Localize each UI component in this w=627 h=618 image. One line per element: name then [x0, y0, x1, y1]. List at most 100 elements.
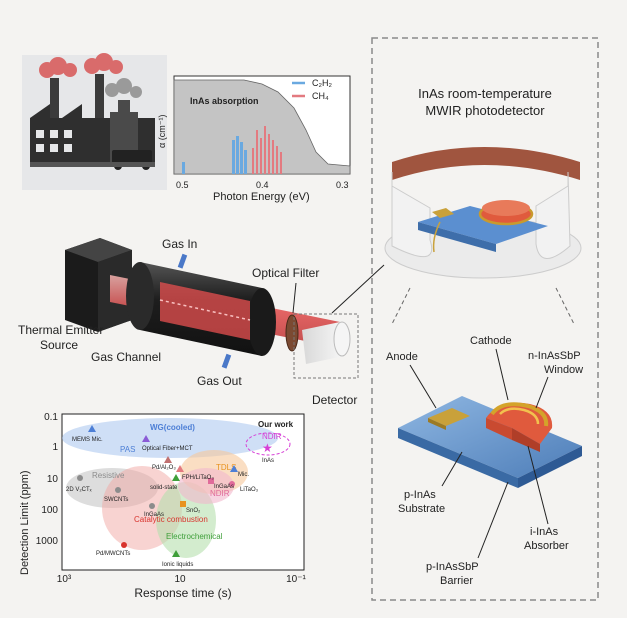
label-ingaas-2: InGaAs [214, 484, 234, 490]
chip-cross-section [398, 396, 582, 488]
window-layer [499, 407, 540, 425]
label-litao3: LiTaO₃ [240, 487, 259, 493]
y-ticks: 0.1 1 10 100 1000 [36, 412, 59, 547]
xtick-1e3: 10³ [57, 574, 72, 585]
point-inas-star: ★ [262, 441, 273, 455]
point-pdal2o3 [164, 456, 172, 463]
label-v2ct: 2D V₂CTₓ [66, 487, 92, 493]
absorption-curve [173, 79, 351, 175]
substrate-label-1: p-InAs [404, 489, 436, 501]
optical-filter-pointer [292, 282, 297, 314]
label-swcnt: SWCNTs [104, 497, 128, 503]
gas-out-nozzle [221, 353, 232, 369]
region-label-tdls: TDLS [216, 463, 236, 472]
gas-in-label: Gas In [162, 237, 197, 251]
window-label-2: Window [544, 364, 583, 376]
region-label-electrochemical: Electrochemical [166, 532, 223, 541]
cathode-ring [490, 402, 549, 427]
point-mems [88, 425, 96, 432]
absorption-xtick-3: 0.3 [336, 180, 349, 190]
ytick-1: 1 [52, 442, 58, 453]
point-fph [176, 465, 184, 472]
zoom-line-left [391, 287, 411, 325]
x-ticks: 10³ 10 10⁻¹ [57, 574, 307, 585]
label-fph: FPH/LiTaO₃ [182, 475, 214, 481]
point-labels: MEMS Mic. Optical Fiber+MCT Pd/Al₂O₃ FPH… [66, 437, 274, 568]
label-solid: solid-state [150, 485, 178, 491]
ytick-10: 10 [47, 474, 59, 485]
barrier-label-1: p-InAsSbP [426, 561, 479, 573]
absorption-inner-title: InAs absorption [190, 96, 259, 106]
label-pdal2o3: Pd/Al₂O₃ [152, 465, 176, 471]
factory-illustration [22, 53, 167, 190]
label-fiber: Optical Fiber+MCT [142, 446, 193, 452]
comparison-xlabel: Response time (s) [134, 586, 231, 600]
gas-channel-window [160, 282, 250, 340]
absorption-plot: InAs absorption C₂H₂ CH₄ α (cm⁻¹) 0.5 0.… [157, 75, 351, 203]
xtick-1e-1: 10⁻¹ [286, 574, 306, 585]
c2h2-peaks [182, 136, 247, 174]
legend-c2h2: C₂H₂ [312, 78, 332, 88]
detector-connector-line [331, 264, 385, 314]
point-mic [230, 465, 238, 472]
point-fiber [142, 435, 150, 442]
point-litao3 [229, 481, 235, 487]
label-sno2: SnO₂ [186, 508, 201, 514]
region-label-wg: WG(cooled) [150, 423, 195, 432]
label-ionic: Ionic liquids [162, 562, 193, 568]
detector-label: Detector [312, 393, 357, 407]
legend-ch4: CH₄ [312, 91, 329, 101]
gas-channel-label: Gas Channel [91, 350, 161, 364]
substrate-label-2: Substrate [398, 503, 445, 515]
point-ingaas-1 [149, 503, 155, 509]
comparison-ylabel: Detection Limit (ppm) [19, 470, 31, 575]
comparison-plot: WG(cooled) PAS Resistive Catalytic combu… [19, 412, 307, 600]
absorption-ylabel: α (cm⁻¹) [157, 115, 167, 148]
region-label-pas: PAS [120, 445, 135, 454]
point-ionic [172, 550, 180, 557]
gas-cell-illustration: Gas In Optical Filter Thermal Emitter So… [18, 237, 359, 407]
absorption-xtick-1: 0.5 [176, 180, 189, 190]
region-label-ndir-ours: NDIR [262, 432, 282, 441]
photodetector-dashed-frame [371, 37, 599, 601]
barrier-label-2: Barrier [440, 575, 473, 587]
point-swcnt [115, 487, 121, 493]
thermal-emitter-label-1: Thermal Emitter [18, 323, 103, 337]
label-mems: MEMS Mic. [72, 437, 103, 443]
region-ndir [178, 468, 234, 504]
photodetector-panel: InAs room-temperature MWIR photodetector [371, 37, 599, 601]
photodetector-title-2: MWIR photodetector [425, 103, 545, 118]
zoom-line-right [555, 287, 575, 325]
optical-filter-label: Optical Filter [252, 266, 319, 280]
absorption-xtick-2: 0.4 [256, 180, 269, 190]
gas-out-label: Gas Out [197, 374, 242, 388]
ytick-100: 100 [41, 505, 58, 516]
ytick-0.1: 0.1 [44, 412, 58, 423]
gas-in-nozzle [177, 253, 188, 269]
window-label-1: n-InAsSbP [528, 350, 581, 362]
thermal-emitter-label-2: Source [40, 338, 78, 352]
point-ingaas-2 [208, 478, 214, 484]
detector-package [384, 147, 582, 279]
cathode-label: Cathode [470, 335, 512, 347]
detector-dashed-box [293, 313, 359, 379]
absorption-xlabel: Photon Energy (eV) [213, 191, 310, 203]
point-v2ct [77, 475, 83, 481]
package-lid [392, 147, 580, 180]
absorber-label-1: i-InAs [530, 526, 559, 538]
package-substrate [418, 206, 548, 244]
ytick-1000: 1000 [36, 536, 59, 547]
region-label-ndir: NDIR [210, 489, 230, 498]
absorber-label-2: Absorber [524, 540, 569, 552]
region-labels: WG(cooled) PAS Resistive Catalytic combu… [92, 423, 282, 541]
point-sno2 [180, 501, 186, 507]
our-work-highlight [245, 432, 291, 456]
photodetector-title-1: InAs room-temperature [418, 86, 552, 101]
label-ingaas-1: InGaAs [144, 512, 164, 518]
region-wg-pas [62, 418, 278, 458]
optical-filter [285, 314, 299, 352]
data-points: ★ [77, 425, 273, 557]
anode-pad [428, 408, 470, 426]
